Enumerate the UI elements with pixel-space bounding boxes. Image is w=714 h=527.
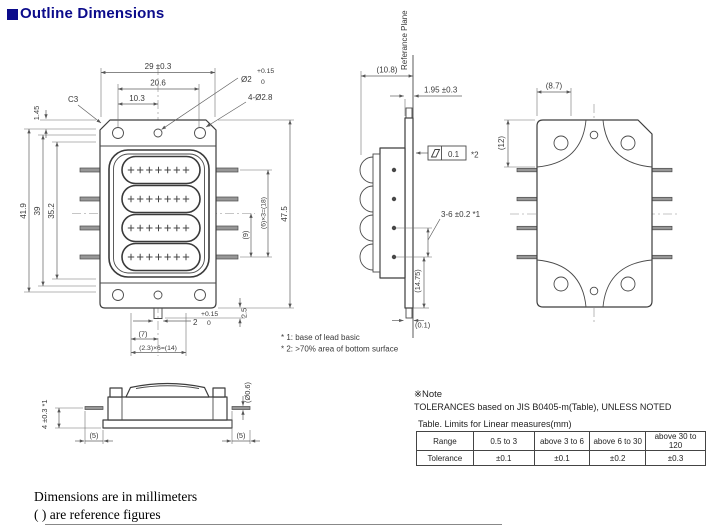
dim-height-total-left: 41.9: [19, 203, 28, 219]
dim-mark-half: (7): [138, 330, 147, 339]
dim-standoff: (0.1): [415, 321, 430, 330]
flatness-icon: [430, 149, 441, 158]
rear-view: (8.7) (12): [497, 82, 680, 323]
footnote-2: * 2: >70% area of bottom surface: [281, 345, 399, 354]
dim-height-inner: 35.2: [47, 203, 56, 219]
range-cell: 0.5 to 3: [472, 431, 535, 451]
dim-boss-width: (8.7): [546, 82, 563, 91]
footer-units: Dimensions are in millimeters: [34, 489, 198, 504]
side-lead-dot: [391, 196, 397, 202]
dim-center-hole: Ø2: [241, 75, 252, 84]
dim-depth: (10.8): [377, 66, 398, 75]
dim-flatness: 0.1: [448, 150, 460, 159]
dim-corner-holes: 4-Ø2.8: [248, 93, 273, 102]
label-reference-plane: Referance Plane: [400, 10, 409, 70]
title-bullet-icon: [7, 8, 18, 20]
bottom-view: 4 ±0.3 *1 (Ø0.6) (5) (5): [40, 382, 260, 444]
page-header: Outline Dimensions: [7, 5, 164, 22]
profile-body: [107, 396, 228, 421]
range-label-cell: Range: [416, 431, 474, 451]
dim-chamfer: C3: [68, 95, 79, 104]
dim-pin-half: (9): [241, 230, 250, 239]
dim-lead-right: (5): [236, 431, 245, 440]
tolerance-label-cell: Tolerance: [416, 450, 474, 466]
flatness-callout: 0.1 *2: [416, 145, 479, 161]
dim-lead-left: (5): [89, 431, 98, 440]
footnote-1: * 1: base of lead basic: [281, 333, 360, 342]
dim-tab-tol-dn: 0: [207, 320, 211, 327]
tolerance-note: TOLERANCES based on JIS B0405-m(Table), …: [414, 402, 672, 412]
dim-corner-height: (12): [497, 136, 506, 151]
side-flange: [404, 117, 414, 309]
side-lead-dot: [391, 225, 397, 231]
table-caption: Table. Limits for Linear measures(mm): [418, 419, 572, 429]
front-view: 29 ±0.3 20.6 10.3 C3 Ø2 +0.15 0 4-Ø2.8: [19, 62, 294, 356]
dim-tab-width: 2: [193, 318, 198, 327]
dim-tab-tol-up: +0.15: [201, 311, 218, 318]
side-lead-dot: [391, 254, 397, 260]
range-cell: above 6 to 30: [589, 431, 647, 451]
table-row-range: Range 0.5 to 3 above 3 to 6 above 6 to 3…: [416, 431, 706, 451]
dim-mark-pitch: (2.3)×6=(14): [139, 345, 177, 352]
dim-width-outer-holes: 20.6: [150, 79, 166, 88]
side-view: Referance Plane (10.8) 1.95 ±0.3: [359, 10, 481, 338]
note-block: ※Note TOLERANCES based on JIS B0405-m(Ta…: [414, 389, 706, 466]
dim-width-half: 10.3: [129, 94, 145, 103]
profile-base: [102, 419, 233, 429]
footer-notes: Dimensions are in millimeters ( ) are re…: [34, 488, 197, 523]
dim-tab-depth: 2.5: [240, 308, 249, 318]
tolerance-cell: ±0.3: [645, 450, 706, 466]
dim-width-total: 29 ±0.3: [145, 62, 172, 71]
tolerance-cell: ±0.2: [589, 450, 647, 466]
dim-pin-pitch: (6)×3=(18): [261, 197, 268, 229]
tolerance-cell: ±0.1: [533, 450, 591, 466]
page-title: Outline Dimensions: [20, 5, 165, 22]
dim-center-hole-tol-dn: 0: [261, 79, 265, 86]
rear-body: [536, 119, 653, 308]
tolerance-table: Range 0.5 to 3 above 3 to 6 above 6 to 3…: [416, 431, 706, 466]
dim-height-total-right: 47.5: [280, 206, 289, 222]
front-module-body: [108, 149, 210, 278]
dim-flatness-ref: *2: [471, 151, 479, 160]
range-cell: above 3 to 6: [533, 431, 591, 451]
dim-height-flange-top: 1.45: [32, 106, 41, 120]
dim-flange-thickness: 1.95 ±0.3: [424, 86, 458, 95]
front-bottom-tab: [153, 308, 163, 319]
bottom-divider: [45, 524, 502, 525]
note-header: ※Note: [414, 389, 443, 400]
side-lead-dot: [391, 167, 397, 173]
dim-body-height: 4 ±0.3 *1: [40, 399, 49, 429]
dim-height-mid: 39: [33, 206, 42, 215]
footer-reference: ( ) are reference figures: [34, 506, 161, 522]
dim-lead-dia: (Ø0.6): [243, 382, 252, 403]
dim-bottom-length: (14.75): [413, 269, 422, 292]
dim-lead-length: 3-6 ±0.2 *1: [441, 210, 481, 219]
range-cell: above 30 to 120: [645, 431, 706, 451]
tolerance-cell: ±0.1: [472, 450, 535, 466]
table-row-tolerance: Tolerance ±0.1 ±0.1 ±0.2 ±0.3: [416, 450, 706, 466]
dim-center-hole-tol-up: +0.15: [257, 68, 274, 75]
